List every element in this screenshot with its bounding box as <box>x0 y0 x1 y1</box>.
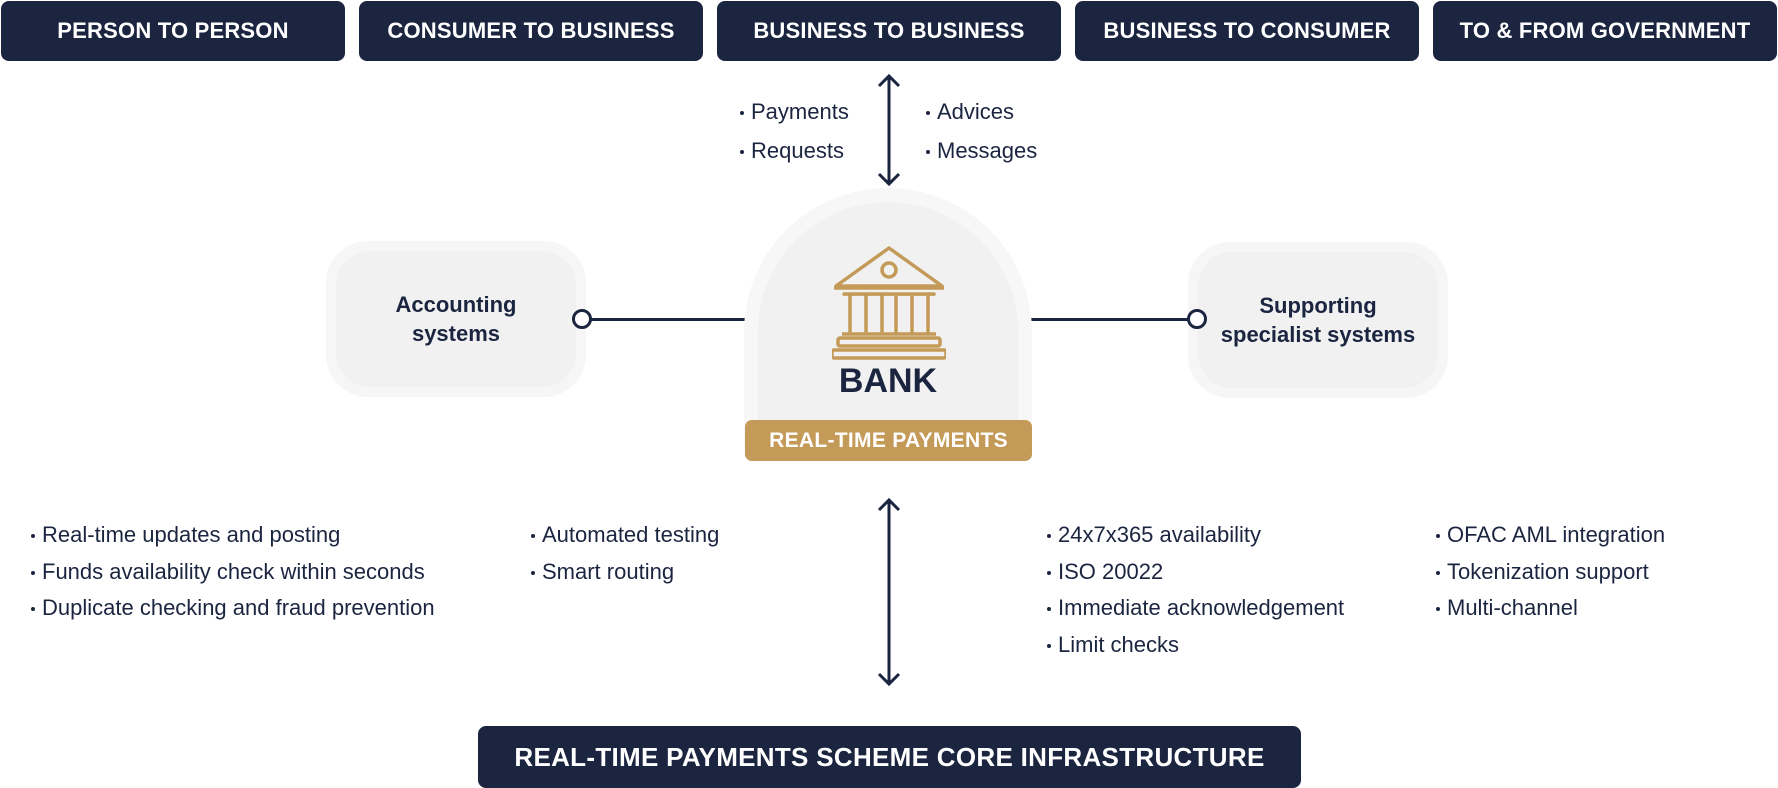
list-item: Advices <box>926 92 1037 131</box>
real-time-payments-badge: REAL-TIME PAYMENTS <box>745 420 1032 461</box>
list-item: Duplicate checking and fraud prevention <box>31 590 435 627</box>
accounting-systems-label: Accounting systems <box>395 292 517 346</box>
top-double-arrow-icon <box>877 73 901 187</box>
core-infrastructure-box: REAL-TIME PAYMENTS SCHEME CORE INFRASTRU… <box>478 726 1301 788</box>
list-item: Multi-channel <box>1436 590 1665 627</box>
tab-business-to-consumer: BUSINESS TO CONSUMER <box>1075 1 1419 61</box>
specialist-systems-label: Supporting specialist systems <box>1220 293 1416 347</box>
bottom-double-arrow-icon <box>877 497 901 687</box>
list-item: Requests <box>740 131 849 170</box>
specialist-connector-dot <box>1187 309 1207 329</box>
bank-building-icon <box>832 246 946 360</box>
bank-arch-inner <box>758 202 1018 458</box>
list-item: Tokenization support <box>1436 554 1665 591</box>
accounting-connector-dot <box>572 309 592 329</box>
tab-person-to-person: PERSON TO PERSON <box>1 1 345 61</box>
top-flow-right-list: Advices Messages <box>926 92 1037 170</box>
features-column-1: Real-time updates and posting Funds avai… <box>31 517 435 627</box>
list-item: Funds availability check within seconds <box>31 554 435 591</box>
tab-business-to-business: BUSINESS TO BUSINESS <box>717 1 1061 61</box>
specialist-connector-line <box>1018 318 1192 321</box>
accounting-systems-box: Accounting systems <box>326 241 586 397</box>
tab-consumer-to-business: CONSUMER TO BUSINESS <box>359 1 703 61</box>
list-item: Automated testing <box>531 517 719 554</box>
features-column-4: OFAC AML integration Tokenization suppor… <box>1436 517 1665 627</box>
list-item: 24x7x365 availability <box>1047 517 1344 554</box>
top-flow-left-list: Payments Requests <box>740 92 849 170</box>
list-item: OFAC AML integration <box>1436 517 1665 554</box>
bank-label: BANK <box>838 362 938 400</box>
accounting-connector-line <box>586 318 760 321</box>
list-item: Smart routing <box>531 554 719 591</box>
tab-to-from-government: TO & FROM GOVERNMENT <box>1433 1 1777 61</box>
specialist-systems-box: Supporting specialist systems <box>1188 242 1448 398</box>
list-item: Messages <box>926 131 1037 170</box>
features-column-3: 24x7x365 availability ISO 20022 Immediat… <box>1047 517 1344 663</box>
list-item: Payments <box>740 92 849 131</box>
features-column-2: Automated testing Smart routing <box>531 517 719 590</box>
list-item: Limit checks <box>1047 627 1344 664</box>
list-item: ISO 20022 <box>1047 554 1344 591</box>
list-item: Immediate acknowledgement <box>1047 590 1344 627</box>
list-item: Real-time updates and posting <box>31 517 435 554</box>
